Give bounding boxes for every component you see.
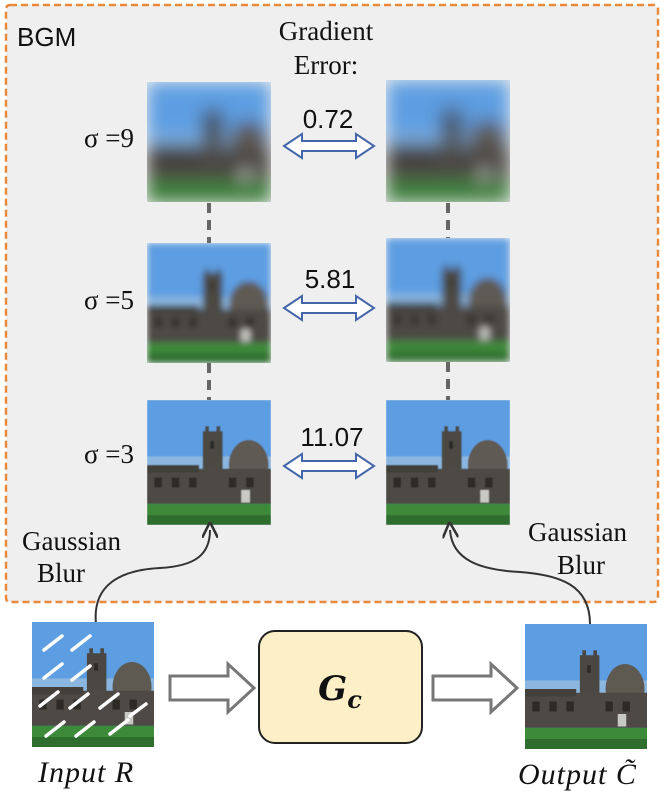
sigma-label-5: σ =5	[84, 285, 134, 315]
input-label: Input R	[37, 756, 134, 789]
double-arrow-sigma3	[282, 452, 376, 480]
gradient-error-sigma5: 5.81	[305, 264, 356, 294]
blur-arrow-right	[450, 530, 591, 625]
input-blur-thumbnail-sigma9	[147, 82, 271, 202]
gaussian-blur-right-line1: Gaussian	[528, 517, 627, 547]
gaussian-blur-left-line2: Blur	[37, 558, 85, 588]
double-arrow-sigma5	[282, 294, 376, 322]
gradient-error-header-line1: Gradient	[279, 16, 374, 46]
output-image	[525, 624, 647, 749]
double-arrow-sigma9	[282, 132, 376, 160]
gaussian-blur-left-line1: Gaussian	[22, 526, 121, 556]
blur-arrow-left	[94, 530, 210, 625]
gaussian-blur-right-line2: Blur	[557, 550, 605, 580]
generator-box	[258, 630, 423, 744]
sigma-label-9: σ =9	[84, 123, 134, 153]
output-label: Output C̃	[518, 758, 637, 791]
output-blur-thumbnail-sigma5	[386, 238, 510, 362]
panel-title: BGM	[17, 22, 76, 52]
generator-symbol: G	[318, 669, 347, 709]
input-blur-thumbnail-sigma3	[147, 400, 271, 525]
gradient-error-header-line2: Error:	[294, 50, 358, 80]
output-blur-thumbnail-sigma3	[386, 400, 510, 525]
generator-subscript: c	[347, 685, 362, 714]
output-blur-thumbnail-sigma9	[386, 80, 510, 202]
block-arrow-input-to-generator	[168, 660, 257, 716]
block-arrow-generator-to-output	[431, 660, 520, 716]
input-blur-thumbnail-sigma5	[147, 243, 271, 363]
sigma-label-3: σ =3	[84, 439, 134, 469]
gradient-error-sigma9: 0.72	[303, 104, 354, 134]
generator-label: Gc	[318, 669, 362, 714]
input-image	[32, 622, 154, 747]
gradient-error-sigma3: 11.07	[300, 422, 363, 452]
